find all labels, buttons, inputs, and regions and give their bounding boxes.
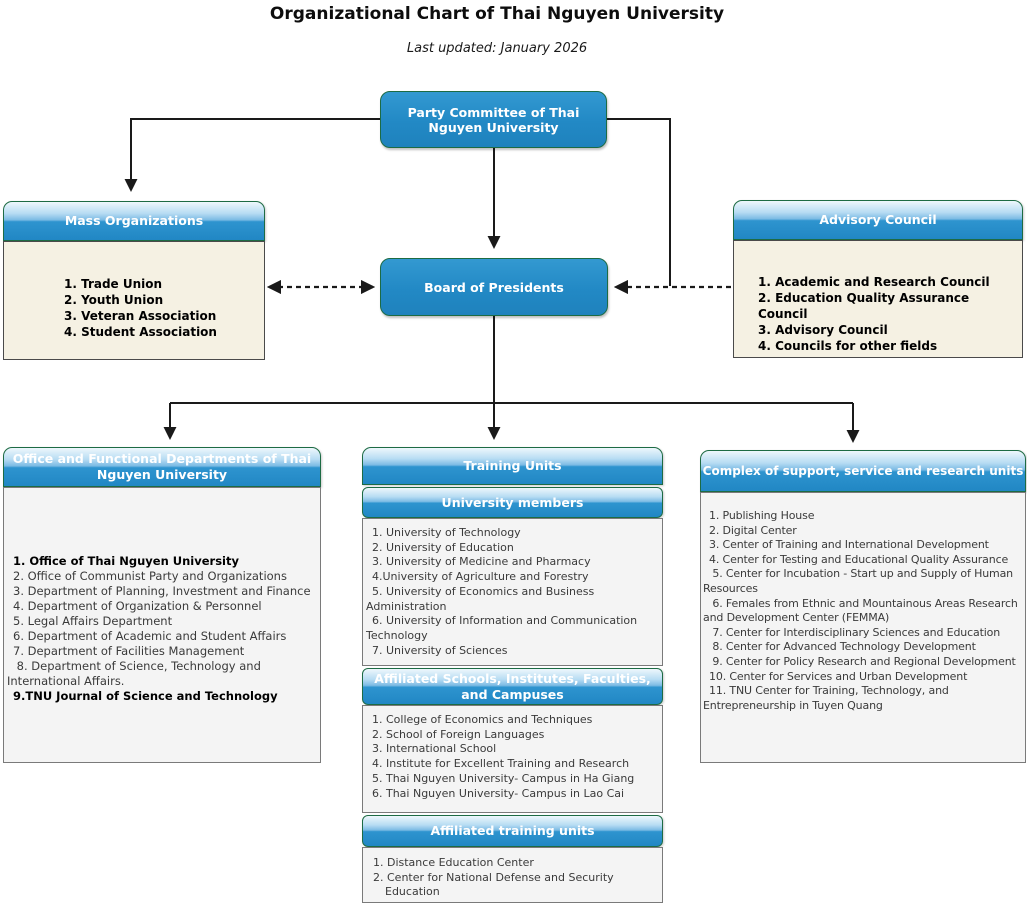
affiliated-schools-header: Affiliated Schools, Institutes, Facultie…: [362, 668, 663, 705]
last-updated-subtitle: Last updated: January 2026: [406, 41, 588, 56]
mass-organizations-list: 1. Trade Union 2. Youth Union 3. Veteran A…: [3, 241, 265, 360]
list-item: 3. Department of Planning, Investment an…: [13, 584, 311, 598]
edge-party-to-mass: [124, 118, 380, 192]
mass-organizations-header: Mass Organizations: [3, 201, 265, 241]
advisory-council-list: 1. Academic and Research Council 2. Educa…: [733, 240, 1023, 358]
list-item: 8. Department of Science, Technology and…: [7, 659, 265, 688]
list-item: 4. Councils for other fields: [758, 339, 938, 353]
list-item: 2. Digital Center: [709, 523, 797, 537]
list-item: 5. Center for Incubation - Start up and …: [703, 567, 1017, 595]
list-item: 6. Females from Ethnic and Mountainous A…: [703, 596, 1022, 625]
list-item: 7. Center for Interdisciplinary Sciences…: [709, 625, 1001, 639]
training-units-header: Training Units: [362, 447, 663, 485]
list-item: 2. University of Education: [372, 540, 514, 554]
list-item: 9. Center for Policy Research and Region…: [709, 654, 1016, 668]
edge-party-right-drop: [607, 118, 671, 286]
list-item: 3. International School: [372, 742, 497, 756]
list-item: 3. Center of Training and International …: [709, 538, 989, 552]
list-item: 3. Advisory Council: [758, 323, 888, 337]
list-item: 6. Thai Nguyen University- Campus in Lao…: [372, 786, 625, 800]
list-item: 1. Office of Thai Nguyen University: [13, 554, 239, 568]
list-item: 1. Publishing House: [709, 509, 815, 522]
office-departments-header: Office and Functional Departments of Tha…: [3, 447, 321, 487]
page-title: Organizational Chart of Thai Nguyen Univ…: [269, 4, 725, 24]
list-item: 2. Office of Communist Party and Organiz…: [13, 569, 287, 583]
list-item: 1. University of Technology: [372, 526, 521, 539]
list-item: 11. TNU Center for Training, Technology,…: [703, 684, 953, 712]
list-item: 2. Youth Union: [64, 293, 164, 307]
node-board-of-presidents: Board of Presidents: [380, 258, 608, 316]
list-item: 1. Distance Education Center: [373, 856, 534, 869]
list-item: 5. University of Economics and Business …: [366, 584, 598, 613]
list-item: 3. University of Medicine and Pharmacy: [372, 555, 591, 569]
list-item: 1. College of Economics and Techniques: [372, 713, 593, 726]
list-item: 4.University of Agriculture and Forestry: [372, 570, 589, 584]
list-item: 9.TNU Journal of Science and Technology: [13, 689, 278, 703]
list-item: 4. Center for Testing and Educational Qu…: [709, 552, 1009, 566]
list-item: 1. Academic and Research Council: [758, 275, 990, 289]
list-item: 7. University of Sciences: [372, 643, 508, 657]
affiliated-training-units-header: Affiliated training units: [362, 815, 663, 847]
list-item: 4. Department of Organization & Personne…: [13, 599, 262, 613]
list-item: 6. University of Information and Communi…: [366, 614, 641, 642]
list-item: 2. School of Foreign Languages: [372, 727, 545, 741]
list-item: 3. Veteran Association: [64, 309, 217, 323]
advisory-council-header: Advisory Council: [733, 200, 1023, 240]
list-item: 4. Institute for Excellent Training and …: [372, 757, 630, 771]
list-item: 4. Student Association: [64, 325, 217, 339]
list-item: 8. Center for Advanced Technology Develo…: [709, 640, 976, 654]
list-item: 7. Department of Facilities Management: [13, 644, 245, 658]
list-item: 6. Department of Academic and Student Af…: [13, 629, 287, 643]
list-item: 10. Center for Services and Urban Develo…: [709, 669, 968, 683]
list-item: 2. Center for National Defense and Secur…: [373, 870, 618, 899]
list-item: 2. Education Quality Assurance Council: [758, 291, 974, 321]
list-item: 5. Thai Nguyen University- Campus in Ha …: [372, 771, 635, 785]
university-members-header: University members: [362, 487, 663, 518]
node-party-committee: Party Committee of Thai Nguyen Universit…: [380, 91, 607, 148]
list-item: 1. Trade Union: [64, 277, 163, 291]
complex-units-header: Complex of support, service and research…: [700, 450, 1026, 492]
list-item: 5. Legal Affairs Department: [13, 614, 173, 628]
